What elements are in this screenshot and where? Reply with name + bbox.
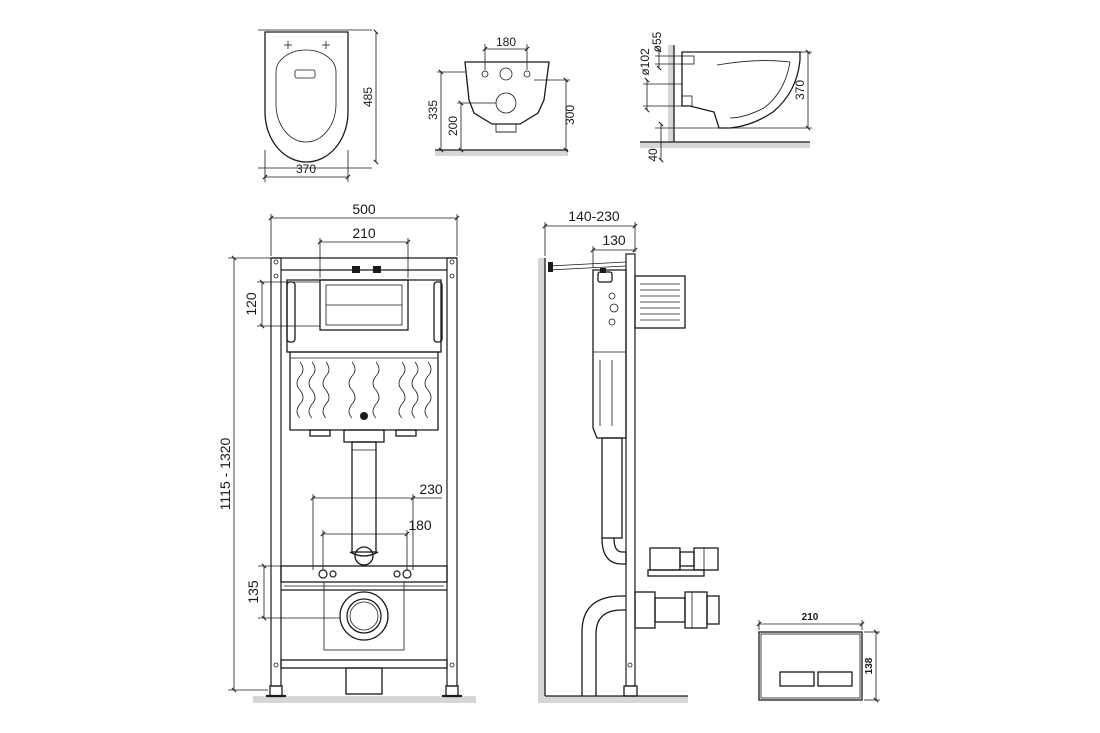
bowl-length-label: 370 (793, 80, 807, 100)
button-offset-label: 120 (243, 292, 259, 316)
bowl-outlet-circle (495, 92, 517, 114)
depth-range-label: 140-230 (568, 208, 620, 224)
bowl-width-label: 370 (296, 162, 316, 176)
height-inlet-label: 300 (563, 105, 577, 125)
mount-hole-right (322, 41, 330, 49)
drain-flange (339, 591, 389, 641)
frame-width-label: 500 (352, 201, 376, 217)
bowl-mount-hole-left (481, 70, 489, 78)
outlet-height-label: 135 (245, 580, 261, 604)
bolt-inner-label: 180 (408, 517, 432, 533)
bowl-side-view: ø55 ø102 370 40 (638, 31, 812, 163)
outlet-diameter-label: ø102 (638, 48, 652, 76)
bowl-front-view: 180 335 200 300 (426, 35, 577, 156)
flush-plate-body (758, 631, 863, 701)
height-outlet-label: 200 (446, 116, 460, 136)
flush-pipe (351, 441, 377, 553)
frame-floor (253, 696, 476, 703)
flush-opening (319, 279, 409, 331)
frame-side-view: 140-230 130 (538, 208, 720, 703)
inlet-diameter-label: ø55 (650, 31, 664, 52)
bowl-depth-label: 485 (361, 87, 375, 107)
flush-button-small[interactable] (779, 671, 815, 687)
side-upright (625, 253, 636, 687)
flush-button-large[interactable] (817, 671, 853, 687)
tank-width-label: 210 (352, 225, 376, 241)
floor-offset-label: 40 (646, 148, 660, 162)
drain-elbow (581, 595, 626, 696)
right-upright (446, 257, 458, 687)
side-flush-pipe (601, 437, 623, 539)
plate-height-label: 138 (864, 657, 875, 674)
mount-hole-left (284, 41, 292, 49)
flush-module (634, 275, 686, 329)
outlet-stub (681, 95, 693, 107)
bolt-outer-label: 230 (419, 481, 443, 497)
flush-module-slats (640, 283, 680, 321)
frame-side-wall (538, 258, 545, 703)
cistern-outlet (343, 429, 385, 443)
cross-bar (280, 565, 448, 583)
height-top-label: 335 (426, 100, 440, 120)
holes-spacing-label: 180 (496, 35, 516, 49)
flush-plate: 210 138 (756, 612, 880, 703)
bowl-top-view: 370 485 (258, 29, 379, 182)
inlet-connector (649, 547, 681, 571)
plate-width-label: 210 (802, 612, 819, 623)
depth-label: 130 (602, 232, 626, 248)
inlet-stub (681, 55, 695, 65)
bowl-mount-hole-right (523, 70, 531, 78)
cistern-body (289, 351, 439, 431)
drain-connector (684, 591, 708, 629)
frame-height-label: 1115 - 1320 (217, 437, 233, 510)
cistern-ribs (296, 361, 432, 419)
frame-front-view: 500 210 120 1115 - 1320 230 180 135 (217, 201, 476, 703)
cistern-upper (286, 279, 442, 353)
bowl-inlet-circle (499, 67, 513, 81)
left-upright (270, 257, 282, 687)
